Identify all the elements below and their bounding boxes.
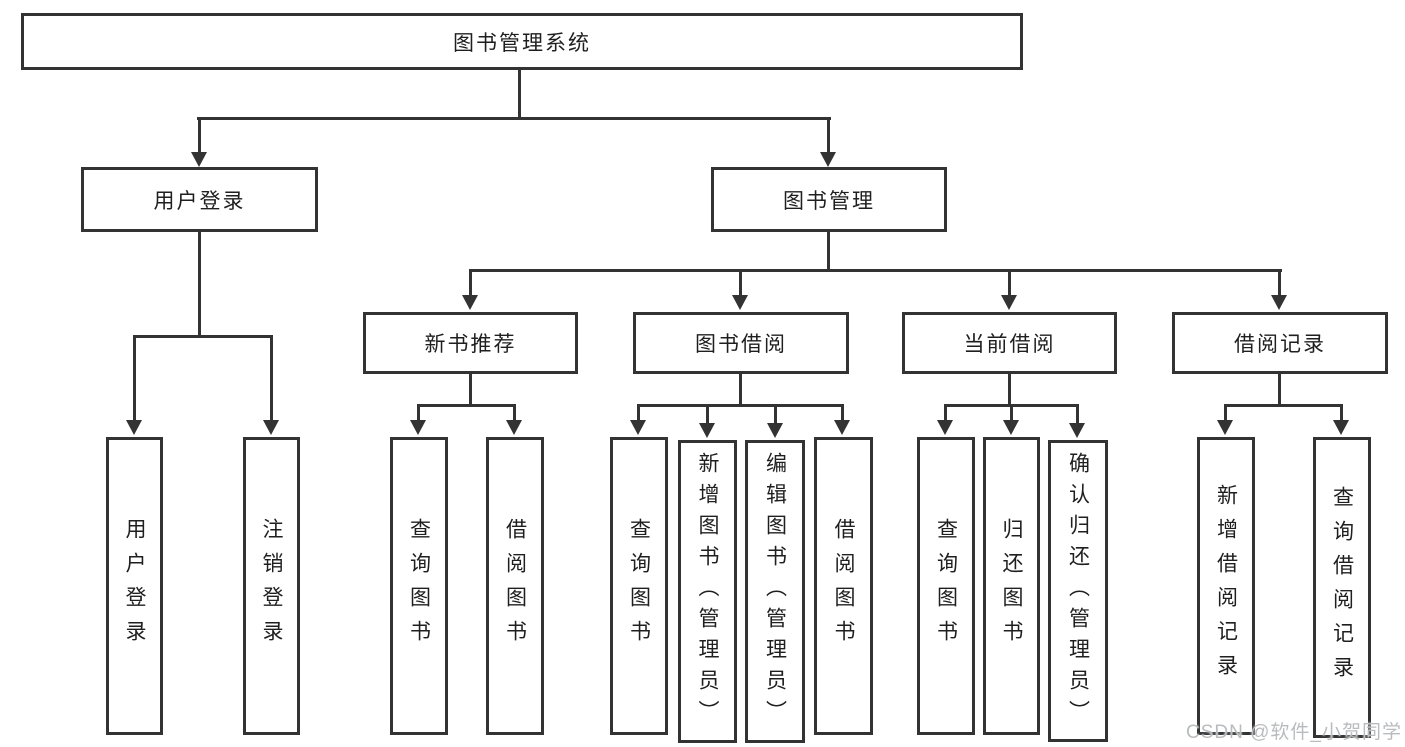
arrowhead-icon [834,420,850,435]
leaf-query-books-borrowing-label: 查询图书 [627,518,651,654]
leaf-query-borrow-record: 查询借阅记录 [1313,437,1371,738]
connector-drop [1010,404,1013,420]
connector-drop [1076,404,1079,423]
leaf-edit-books-admin-label: 编辑图书（管理员） [763,452,787,731]
leaf-query-books-recommend: 查询图书 [390,437,448,735]
node-root-label: 图书管理系统 [453,31,591,55]
leaf-logout-label: 注销登录 [260,518,283,654]
connector-drop [513,404,516,420]
leaf-return-books-label: 归还图书 [1000,518,1023,654]
node-current-borrowing: 当前借阅 [902,312,1117,374]
arrowhead-icon [1003,420,1019,435]
arrowhead-icon [1001,295,1017,310]
connector-drop [1340,404,1343,420]
node-book-management-label: 图书管理 [783,189,875,213]
connector-drop-new-book [469,269,472,295]
node-book-borrowing: 图书借阅 [633,312,849,374]
connector-current-borrowing-stem [1008,374,1011,404]
node-new-book-recommend-label: 新书推荐 [424,333,517,356]
arrowhead-icon [263,420,279,435]
connector-drop [706,404,709,423]
arrowhead-icon [767,423,783,438]
arrowhead-icon [1069,423,1085,438]
connector-book-borrowing-stem [739,374,742,404]
connector-new-book-stem [469,374,472,404]
connector-book-management-stem [827,232,830,269]
node-user-login: 用户登录 [81,167,318,232]
arrowhead-icon [191,152,207,167]
connector-level2-hline [469,269,1282,272]
leaf-add-books-admin-label: 新增图书（管理员） [696,452,719,731]
csdn-watermark: CSDN @软件_小贺同学 [1186,722,1402,743]
connector-drop-borrowing-records [1278,269,1281,295]
connector-drop [1224,404,1227,420]
arrowhead-icon [462,295,478,310]
leaf-borrow-books-recommend: 借阅图书 [486,437,544,735]
arrowhead-icon [1217,420,1233,435]
node-new-book-recommend: 新书推荐 [363,312,578,374]
connector-drop-book-management [827,117,830,152]
leaf-user-login: 用户登录 [106,437,163,735]
connector-root-stem [518,70,521,120]
node-book-borrowing-label: 图书借阅 [695,333,787,356]
leaf-query-books-borrowing: 查询图书 [610,437,668,735]
arrowhead-icon [126,420,142,435]
leaf-return-books: 归还图书 [983,437,1040,735]
node-current-borrowing-label: 当前借阅 [963,333,1056,356]
leaf-borrow-books-borrowing-label: 借阅图书 [832,518,855,654]
connector-level1-hline [197,117,831,120]
arrowhead-icon [410,420,426,435]
leaf-query-borrow-record-label: 查询借阅记录 [1330,485,1354,690]
node-user-login-label: 用户登录 [153,189,246,213]
node-root: 图书管理系统 [21,13,1023,70]
leaf-user-login-label: 用户登录 [123,518,146,654]
connector-drop [774,404,777,423]
node-book-management: 图书管理 [711,167,947,232]
node-borrowing-records-label: 借阅记录 [1234,333,1326,356]
leaf-logout: 注销登录 [243,437,300,735]
leaf-query-books-recommend-label: 查询图书 [407,518,431,654]
arrowhead-icon [630,420,646,435]
connector-drop [637,404,640,420]
connector-drop [841,404,844,420]
arrowhead-icon [699,423,715,438]
leaf-query-books-current: 查询图书 [917,437,975,735]
connector-user-login-stem [198,232,201,335]
leaf-confirm-return-admin: 确认归还（管理员） [1048,440,1108,742]
connector-user-login-hline [133,335,273,338]
connector-drop [944,404,947,420]
leaf-confirm-return-admin-label: 确认归还（管理员） [1066,451,1090,731]
connector-book-borrowing-hline [637,404,844,407]
connector-drop [417,404,420,420]
connector-drop-current-borrowing [1008,269,1011,295]
leaf-query-books-current-label: 查询图书 [934,518,958,654]
arrowhead-icon [820,152,836,167]
node-borrowing-records: 借阅记录 [1172,312,1388,374]
arrowhead-icon [506,420,522,435]
leaf-edit-books-admin: 编辑图书（管理员） [745,440,805,743]
connector-borrowing-records-hline [1224,404,1342,407]
connector-drop-leaf-logout [270,335,273,420]
arrowhead-icon [732,295,748,310]
leaf-add-borrow-record: 新增借阅记录 [1197,437,1255,735]
arrowhead-icon [1271,295,1287,310]
leaf-add-books-admin: 新增图书（管理员） [678,440,737,743]
connector-borrowing-records-stem [1278,374,1281,404]
leaf-add-borrow-record-label: 新增借阅记录 [1214,484,1238,688]
connector-new-book-hline [417,404,516,407]
connector-drop-book-borrowing [739,269,742,295]
leaf-borrow-books-borrowing: 借阅图书 [814,437,873,735]
connector-drop-leaf-user-login [133,335,136,420]
leaf-borrow-books-recommend-label: 借阅图书 [503,518,527,654]
arrowhead-icon [1333,420,1349,435]
arrowhead-icon [937,420,953,435]
connector-drop-user-login [198,117,201,152]
